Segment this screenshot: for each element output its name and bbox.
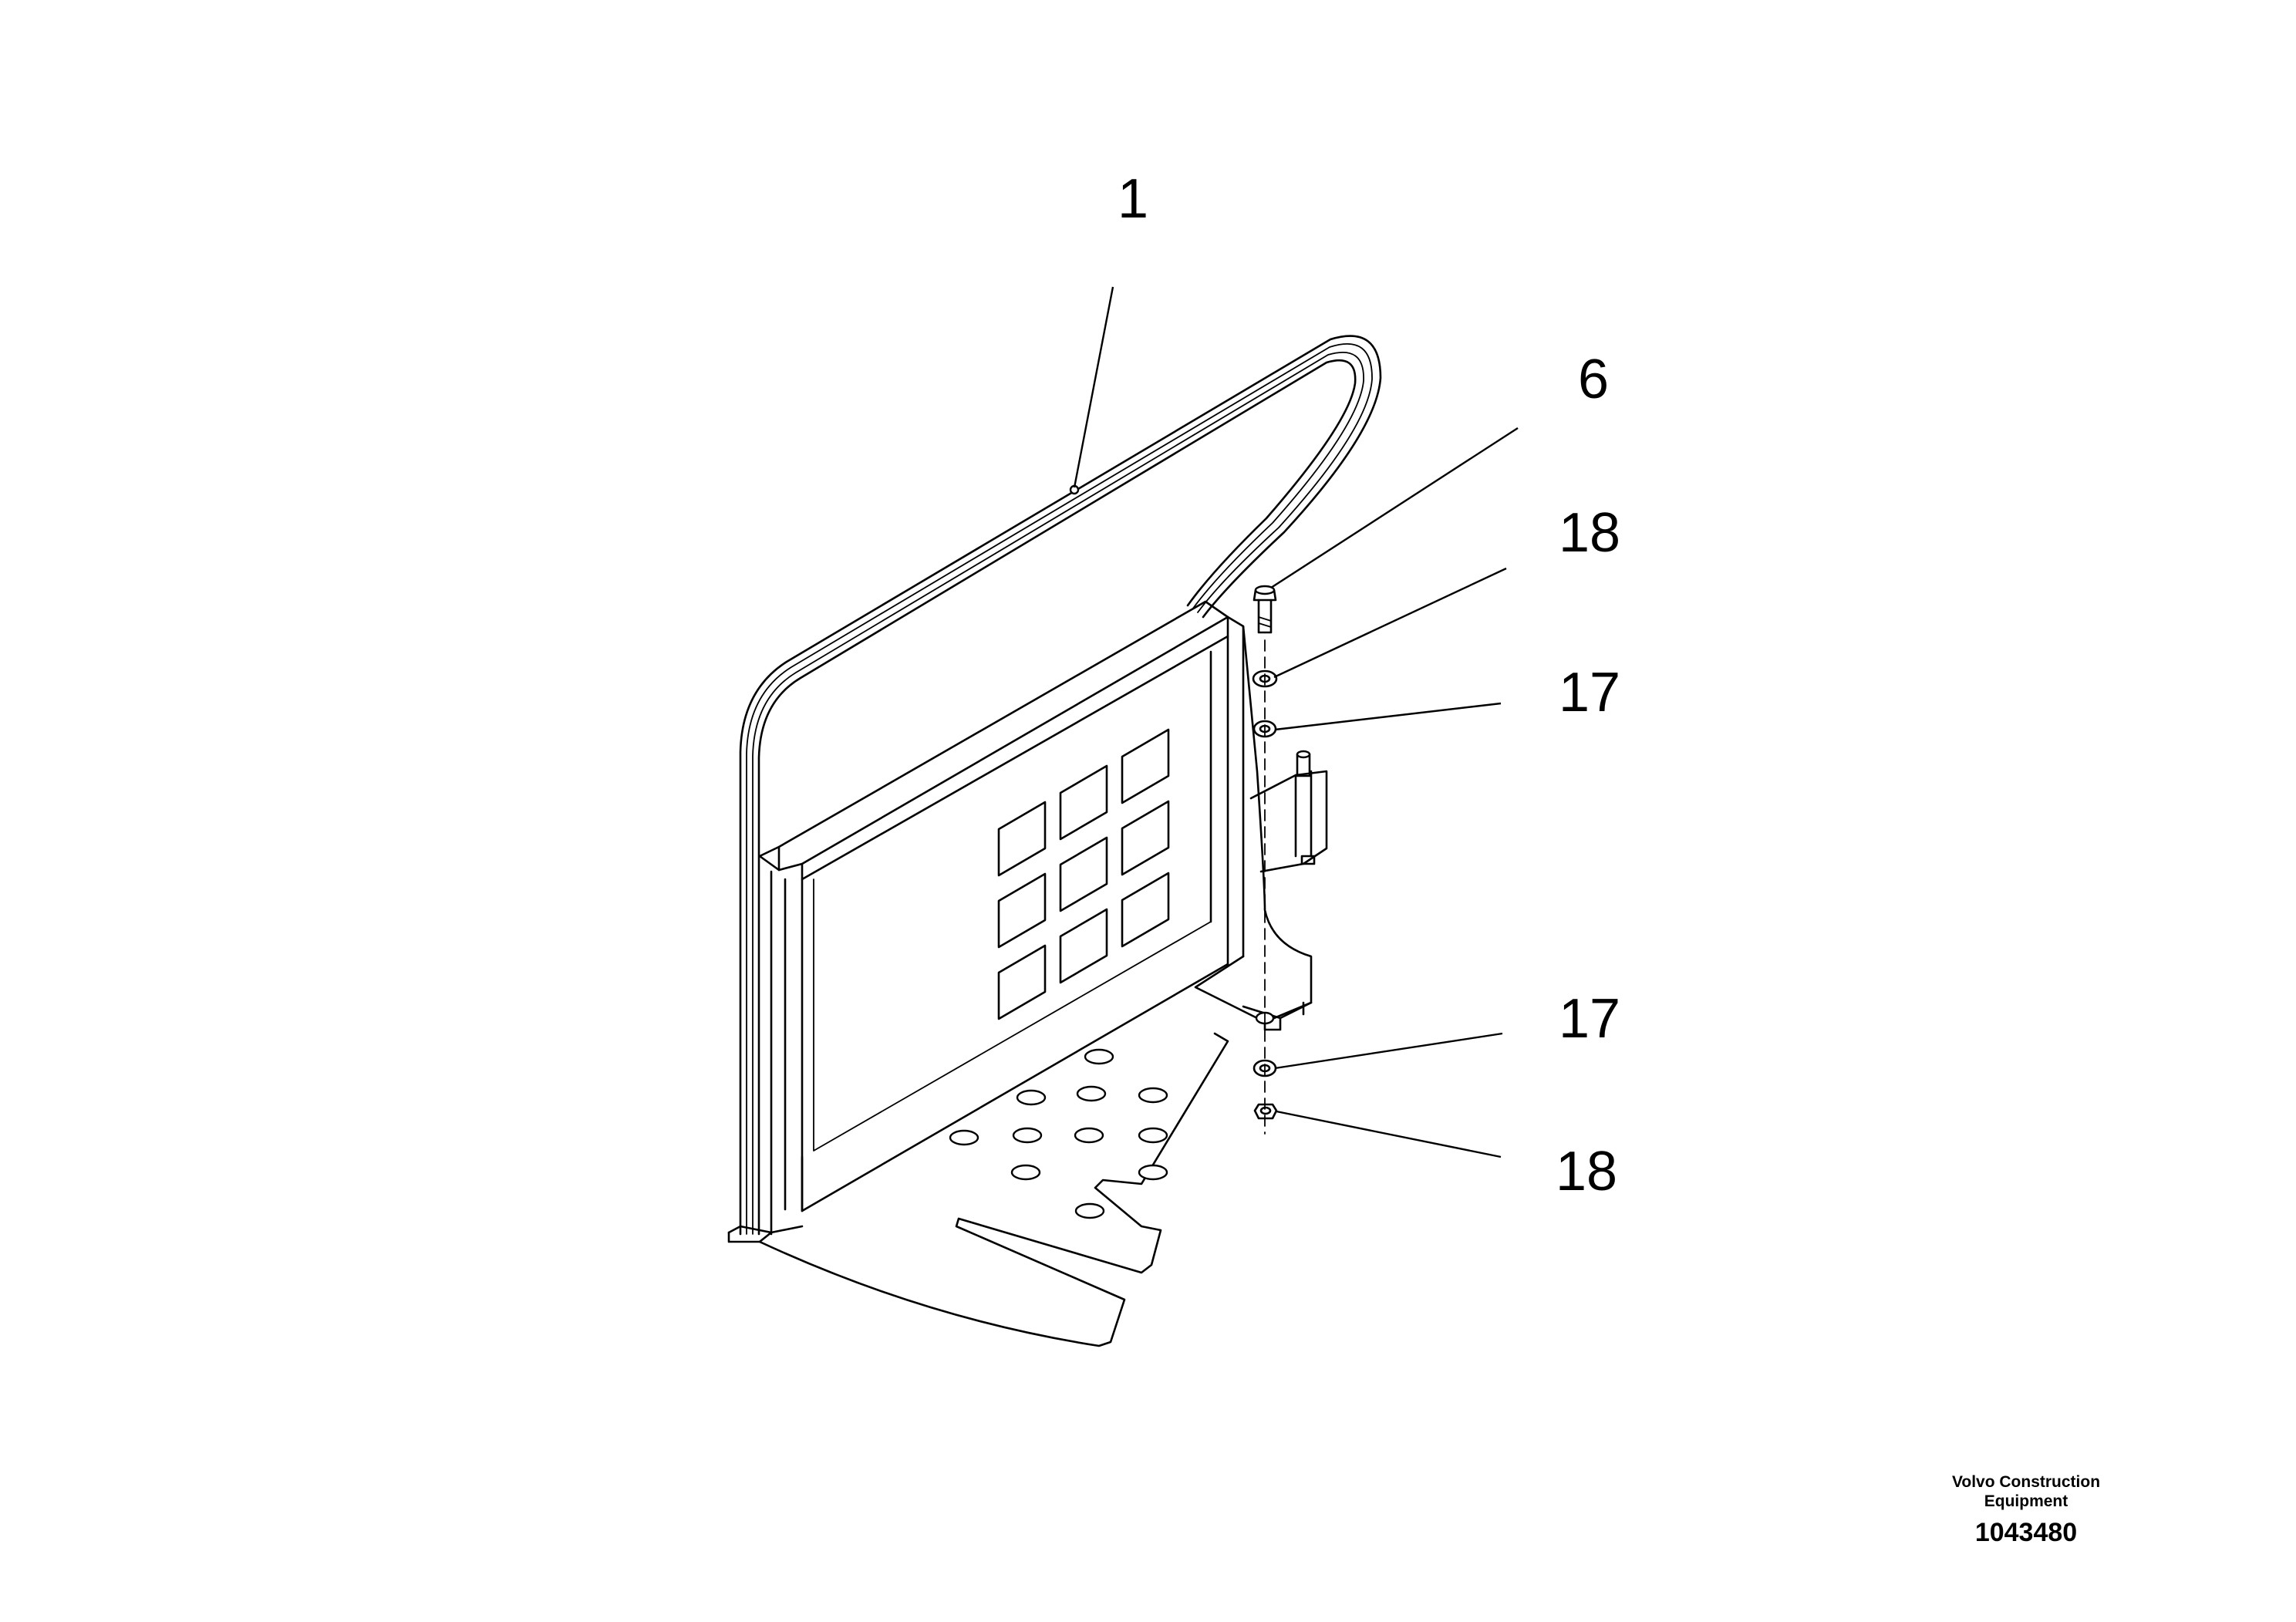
leader-17-bottom	[1274, 1032, 1503, 1070]
washer-item-18-top	[1252, 669, 1278, 688]
company-name-line2: Equipment	[1984, 1492, 2068, 1510]
drawing-number: 1043480	[1975, 1518, 2077, 1547]
leader-18-bottom	[1276, 1110, 1502, 1158]
leader-1	[1073, 286, 1114, 488]
callout-6: 6	[1578, 349, 1609, 410]
handrail	[739, 335, 1382, 1236]
company-name-line1: Volvo Construction	[1952, 1473, 2100, 1491]
callout-17-bottom: 17	[1559, 988, 1620, 1050]
callout-17-top: 17	[1559, 662, 1620, 723]
panel-square-cutouts	[997, 728, 1170, 1020]
callout-18-bottom: 18	[1556, 1141, 1617, 1202]
nut-item-18-bottom	[1253, 1103, 1278, 1120]
leader-18-top	[1273, 567, 1507, 679]
leader-6	[1270, 427, 1519, 589]
callout-18-top: 18	[1559, 502, 1620, 564]
leader-17-top	[1274, 702, 1502, 731]
floor-plate	[758, 1032, 1229, 1347]
callout-1: 1	[1118, 168, 1148, 230]
screw-item-6	[1253, 585, 1277, 634]
